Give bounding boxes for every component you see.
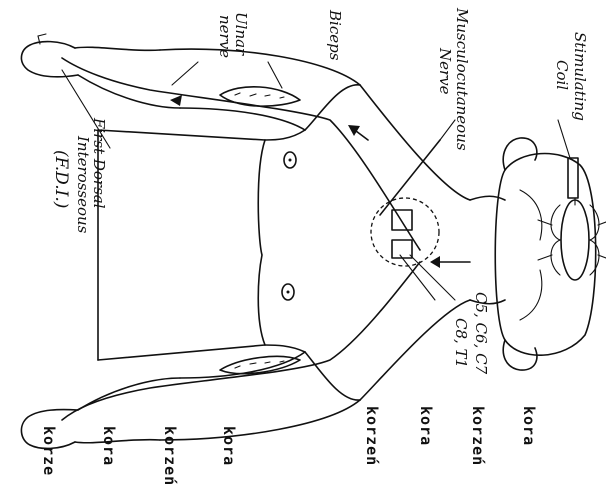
stimulation-arrow: [430, 256, 470, 268]
spinal-root-region: [371, 198, 439, 266]
annotation-8: korze: [40, 426, 58, 476]
head: [495, 138, 595, 370]
label-ulnar-2: nerve: [216, 15, 234, 58]
biceps-leader: [268, 62, 282, 88]
label-musculocutaneous-1: Musculocutaneous: [453, 7, 471, 151]
label-fdi-2: Interosseous: [74, 135, 92, 234]
annotation-3: kora: [417, 406, 435, 446]
label-roots-lower: C8, T1: [452, 318, 470, 368]
nerve-arrow-ulnar: [170, 95, 182, 106]
label-fdi-3: (F.D.I.): [51, 150, 71, 208]
label-musculocutaneous-2: Nerve: [436, 47, 454, 95]
annotation-5: kora: [220, 426, 238, 466]
nerve-pathway: [62, 58, 455, 420]
annotation-4: korzeń: [363, 406, 381, 466]
ulnar-leader: [172, 62, 198, 85]
nipple-right: [282, 284, 294, 300]
biceps-muscle-upper: [220, 87, 300, 106]
label-biceps: Biceps: [326, 9, 344, 61]
nerve-arrow-musculocutaneous: [348, 125, 368, 140]
annotation-7: kora: [100, 426, 118, 466]
nipple-left: [284, 152, 296, 168]
annotation-2: korzeń: [469, 406, 487, 466]
coil-leader: [558, 120, 570, 158]
label-stimulating-coil-2: Coil: [553, 60, 571, 90]
annotation-6: korzeń: [161, 426, 179, 486]
label-stimulating-coil-1: Stimulating: [571, 32, 589, 121]
label-roots-upper: C5, C6, C7: [472, 292, 490, 375]
biceps-muscle-lower: [220, 356, 300, 373]
neck-upper: [470, 196, 505, 200]
annotation-1: kora: [520, 406, 538, 446]
